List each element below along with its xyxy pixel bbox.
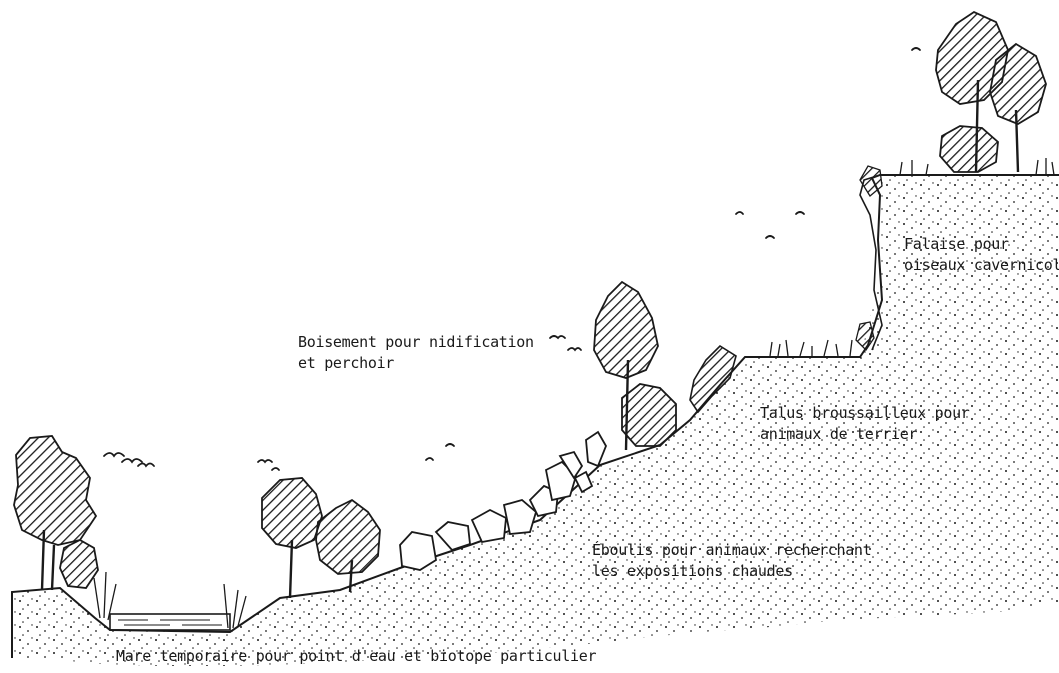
tree-group-middle <box>262 478 380 598</box>
tree-canopy-icon <box>940 126 998 172</box>
label-boisement: Boisement pour nidification et perchoir <box>298 332 534 374</box>
label-line: Éboulis pour animaux recherchant <box>592 540 871 561</box>
tree-canopy-icon <box>14 436 96 545</box>
label-falaise: Falaise pour oiseaux cavernicole <box>904 234 1059 276</box>
label-line: Talus broussailleux pour <box>760 403 970 424</box>
label-talus: Talus broussailleux pour animaux de terr… <box>760 403 970 445</box>
label-mare: Mare temporaire pour point d'eau et biot… <box>116 646 596 667</box>
tree-group-clifftop <box>936 12 1046 172</box>
label-line: Boisement pour nidification <box>298 332 534 353</box>
tree-group-left <box>14 436 98 590</box>
label-line: animaux de terrier <box>760 424 970 445</box>
tree-canopy-icon <box>622 384 676 446</box>
tree-canopy-icon <box>316 500 380 574</box>
label-line: et perchoir <box>298 353 534 374</box>
label-line: oiseaux cavernicole <box>904 255 1059 276</box>
label-line: les expositions chaudes <box>592 561 871 582</box>
tree-canopy-icon <box>60 540 98 588</box>
tree-canopy-icon <box>594 282 658 378</box>
label-line: Falaise pour <box>904 234 1059 255</box>
label-line: Mare temporaire pour point d'eau et biot… <box>116 646 596 667</box>
pond <box>110 614 230 630</box>
tree-canopy-icon <box>262 478 322 548</box>
label-eboulis: Éboulis pour animaux recherchant les exp… <box>592 540 871 582</box>
